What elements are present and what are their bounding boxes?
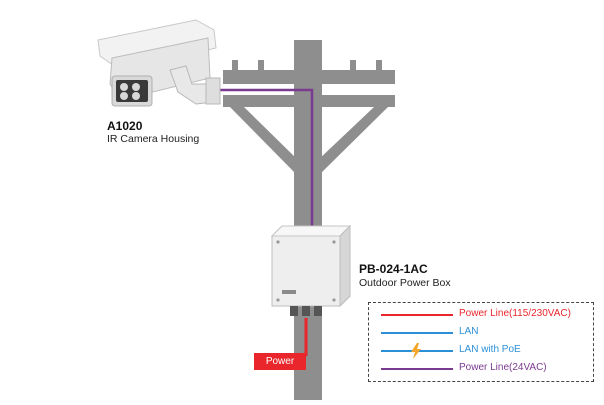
power-tag: Power	[254, 353, 306, 370]
legend-label: LAN with PoE	[459, 344, 521, 355]
pole-crossarm-lower	[223, 95, 395, 107]
pole-brace-right	[318, 107, 388, 176]
camera-window	[116, 80, 148, 102]
purple-line	[381, 368, 453, 370]
power-box-top	[270, 225, 352, 237]
insulator	[258, 60, 264, 70]
cable-gland-icon	[314, 306, 322, 316]
ir-led-icon	[120, 83, 128, 91]
camera-model-label: A1020	[107, 119, 143, 133]
camera-description-label: IR Camera Housing	[107, 133, 200, 145]
power-box-side	[339, 224, 351, 308]
outdoor-power-box	[270, 224, 352, 316]
blue-line	[381, 332, 453, 334]
utility-pole	[223, 40, 395, 400]
screw-icon	[276, 298, 280, 302]
pole-brace-left	[230, 107, 298, 176]
legend-item-power-ac: Power Line(115/230VAC)	[369, 307, 593, 323]
camera-mount-plate	[205, 77, 221, 105]
insulator	[232, 60, 238, 70]
cable-gland-icon	[302, 306, 310, 316]
legend-label: Power Line(115/230VAC)	[459, 308, 571, 319]
legend-label: LAN	[459, 326, 479, 337]
red-line	[381, 314, 453, 316]
ir-led-icon	[132, 83, 140, 91]
ir-led-icon	[120, 92, 128, 100]
legend-item-lan-poe: LAN with PoE	[369, 343, 593, 359]
legend-item-lan: LAN	[369, 325, 593, 341]
pole-crossarm-top	[223, 70, 395, 84]
legend-item-power-24vac: Power Line(24VAC)	[369, 361, 593, 377]
power-box-description-label: Outdoor Power Box	[359, 277, 451, 289]
legend-label: Power Line(24VAC)	[459, 362, 547, 373]
ir-camera-housing	[97, 19, 221, 107]
insulator	[376, 60, 382, 70]
insulator	[350, 60, 356, 70]
legend-box: Power Line(115/230VAC) LAN LAN with PoE …	[368, 302, 594, 382]
power-box-model-label: PB-024-1AC	[359, 262, 428, 276]
lightning-bolt-icon	[411, 343, 421, 359]
pole-shaft	[294, 40, 322, 400]
power-line-24vac	[218, 88, 314, 232]
cable-gland-icon	[290, 306, 298, 316]
ir-led-icon	[132, 92, 140, 100]
screw-icon	[332, 240, 336, 244]
screw-icon	[332, 298, 336, 302]
screw-icon	[276, 240, 280, 244]
brand-logo-icon	[282, 290, 296, 294]
